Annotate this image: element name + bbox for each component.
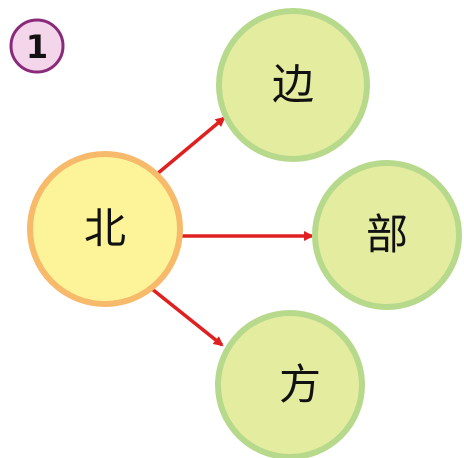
right-node: 部 [312,160,462,310]
badge-circle [9,18,65,74]
top-node: 边 [216,8,370,162]
bottom-char: 方 [279,360,321,409]
center-char: 北 [84,204,126,253]
badge-label: 1 [26,28,48,66]
center-circle [27,151,183,307]
arrow-to-top [155,116,226,176]
top-circle [216,8,370,162]
right-circle [312,160,462,310]
bottom-circle [215,310,365,458]
right-char: 部 [366,210,408,259]
number-badge: 1 [9,18,65,74]
top-char: 边 [272,60,314,109]
center-node: 北 [27,151,183,307]
arrow-to-bottom [150,287,224,347]
bottom-node: 方 [215,310,365,458]
